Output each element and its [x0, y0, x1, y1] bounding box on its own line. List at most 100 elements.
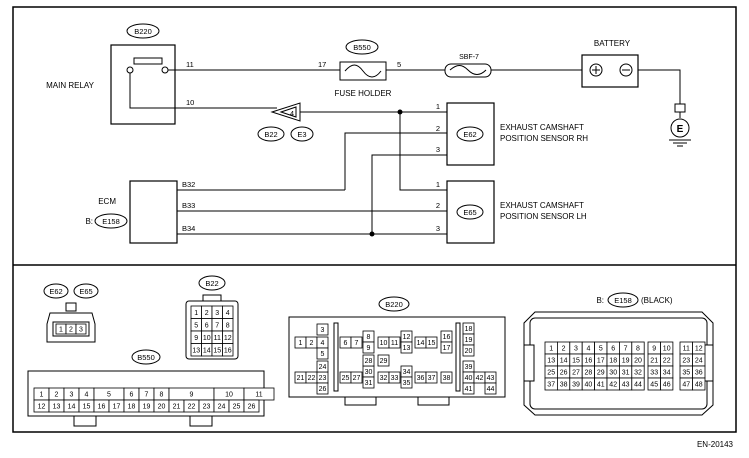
pin-label: 5 — [397, 60, 401, 69]
fuse-holder-label: FUSE HOLDER — [335, 89, 392, 98]
ground-label: E — [677, 124, 684, 135]
b550-pin-label: 15 — [83, 404, 91, 411]
b550-pin-label: 7 — [145, 392, 149, 399]
b220-pin-label: 12 — [403, 334, 411, 341]
e158-pin-label: 35 — [682, 370, 690, 377]
e158-pin-label: 7 — [624, 346, 628, 353]
b220-pin-label: 18 — [465, 326, 473, 333]
battery: BATTERY E — [581, 39, 691, 147]
b22-view-label: B22 — [205, 279, 218, 288]
e158-pin-label: 2 — [562, 346, 566, 353]
b220-pin-cell — [316, 360, 329, 373]
b220-pin-cell — [362, 341, 375, 354]
e62-pin-cell — [75, 323, 87, 335]
b550-pin-label: 22 — [188, 404, 196, 411]
ecm-label: ECM — [98, 197, 116, 206]
sbf-label: SBF-7 — [459, 54, 479, 61]
b220-pin-label: 40 — [465, 375, 473, 382]
b22-pin-label: 6 — [205, 322, 209, 329]
b220-pin-label: 5 — [321, 351, 325, 358]
b220-pin-cell — [462, 382, 475, 395]
b220-pin-label: 41 — [465, 386, 473, 393]
sensor-lh-label-2: POSITION SENSOR LH — [500, 212, 587, 221]
e158-pin-label: 39 — [572, 382, 580, 389]
b220-pin-label: 36 — [417, 375, 425, 382]
pin-label: B34 — [182, 224, 195, 233]
b220-pin-cell — [362, 376, 375, 389]
e158-pin-label: 11 — [683, 346, 690, 353]
e158-pin-label: 28 — [585, 370, 593, 377]
b550-pin-label: 13 — [53, 404, 61, 411]
b220-pin-label: 4 — [321, 340, 325, 347]
b550-pin-label: 4 — [85, 392, 89, 399]
ecm-prefix: B: — [85, 217, 93, 226]
b22-connector-tag — [257, 126, 285, 142]
e62-pin-label: 3 — [79, 327, 83, 334]
e62-connector-tag — [456, 126, 484, 142]
pin-label: B32 — [182, 180, 195, 189]
pin-label: 2 — [436, 124, 440, 133]
b220-pin-label: 35 — [403, 380, 411, 387]
b220-pin-label: 38 — [443, 375, 451, 382]
e158-pin-label: 25 — [547, 370, 555, 377]
sensor-lh: E65 1 2 3 EXHAUST CAMSHAFT POSITION SENS… — [436, 180, 587, 244]
b22-pin-label: 13 — [192, 347, 200, 354]
relay-terminal — [161, 66, 169, 74]
e158-pin-label: 29 — [597, 370, 605, 377]
b550-pin-label: 3 — [70, 392, 74, 399]
wire — [399, 112, 447, 191]
b220-pin-cell — [400, 376, 413, 389]
b220-pin-label: 27 — [353, 375, 361, 382]
b220-pin-label: 24 — [319, 364, 327, 371]
e158-pin-label: 21 — [650, 358, 658, 365]
b220-pin-label: 37 — [428, 375, 436, 382]
relay-internal-wire — [129, 73, 175, 109]
b220-pin-cell — [388, 336, 401, 349]
b220-view-tag — [378, 296, 410, 312]
e65-tag-label: E65 — [463, 208, 476, 217]
b550-pin-label: 9 — [190, 392, 194, 399]
b550-pin-label: 18 — [128, 404, 136, 411]
b550-pin-label: 5 — [107, 392, 111, 399]
b550-pin-label: 17 — [113, 404, 121, 411]
e158-pin-label: 47 — [682, 382, 690, 389]
b22-pin-label: 2 — [205, 310, 209, 317]
b220-pin-cell — [350, 371, 363, 384]
e158-pin-label: 31 — [622, 370, 630, 377]
e158-pin-label: 43 — [622, 382, 630, 389]
b22-pin-label: 16 — [224, 347, 232, 354]
b220-tag-label: B220 — [134, 27, 152, 36]
b22-pin-label: 9 — [194, 335, 198, 342]
e158-pin-label: 13 — [547, 358, 555, 365]
b550-pin-label: 6 — [130, 392, 134, 399]
e65-view-label: E65 — [79, 287, 92, 296]
b550-pin-label: 11 — [255, 392, 262, 399]
b550-pin-label: 8 — [160, 392, 164, 399]
sensor-rh-label-1: EXHAUST CAMSHAFT — [500, 123, 584, 132]
sensor-lh-label-1: EXHAUST CAMSHAFT — [500, 201, 584, 210]
e158-pin-label: 20 — [634, 358, 642, 365]
pin-label: 11 — [186, 60, 194, 69]
wire — [371, 154, 447, 234]
e3-tag-label: E3 — [297, 130, 306, 139]
b550-pin-label: 12 — [38, 404, 46, 411]
e158-pin-label: 1 — [549, 346, 553, 353]
e62-view-tag — [43, 283, 69, 299]
e158-view-label: E158 — [614, 296, 632, 305]
e158-pin-cell — [631, 377, 645, 391]
main-relay-box — [110, 44, 176, 125]
sensor-rh-box — [446, 102, 495, 166]
b220-pin-label: 26 — [319, 386, 327, 393]
b220-pin-cell — [350, 336, 363, 349]
e158-view-tag — [607, 292, 639, 308]
e158-pin-label: 10 — [663, 346, 671, 353]
b220-pin-cell — [316, 382, 329, 395]
b22-pin-label: 14 — [203, 347, 211, 354]
b220-pin-cell — [316, 323, 329, 336]
b220-pin-cell — [440, 341, 453, 354]
e158-pin-label: 37 — [547, 382, 555, 389]
wire — [344, 132, 447, 190]
